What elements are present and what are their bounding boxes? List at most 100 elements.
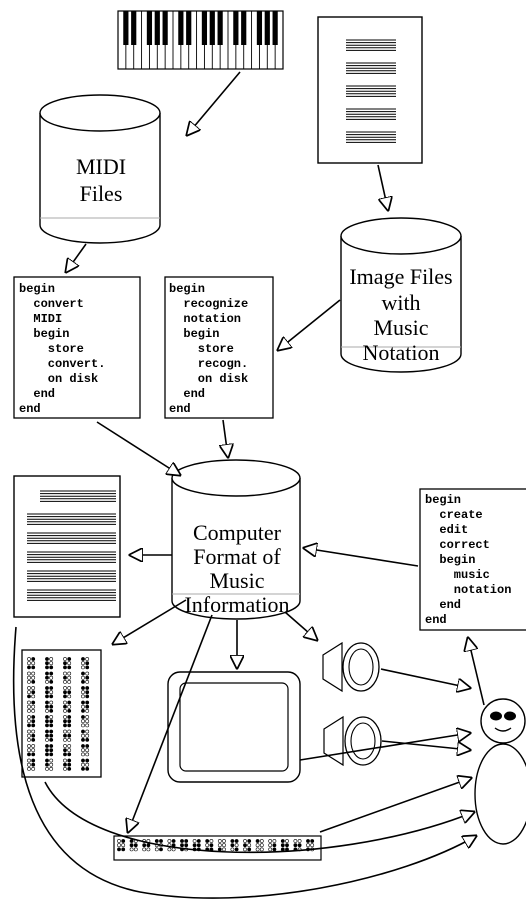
braille-dot — [205, 839, 210, 843]
braille-dot — [85, 704, 90, 709]
braille-dot — [154, 839, 159, 843]
edit-notation-code-box: begin create edit correct begin music no… — [419, 488, 526, 631]
braille-dot — [81, 686, 85, 690]
code-recognize-line-4: begin — [169, 327, 219, 341]
arrow-edit-to-computer — [304, 548, 419, 567]
braille-dot — [49, 762, 54, 767]
code-edit-line-3: edit — [425, 523, 468, 537]
braille-dot — [67, 675, 72, 680]
braille-dot — [67, 657, 72, 661]
code-edit-line-9: end — [425, 613, 447, 627]
code-recognize-line-3: notation — [169, 312, 241, 326]
braille-dot — [81, 657, 85, 661]
braille-dot — [31, 733, 36, 738]
braille-dot — [49, 671, 54, 676]
braille-dot — [45, 680, 49, 684]
braille-dot — [63, 744, 67, 748]
braille-dot — [159, 839, 163, 843]
braille-dot — [27, 758, 31, 763]
braille-dot — [63, 665, 67, 670]
black-key — [233, 11, 239, 45]
braille-dot — [63, 661, 67, 666]
braille-dot — [67, 738, 72, 742]
braille-dot — [31, 709, 36, 713]
black-key — [123, 11, 129, 45]
computer-label-line-4: Information — [184, 592, 289, 617]
braille-dot — [45, 715, 49, 719]
braille-dot — [31, 671, 36, 676]
braille-dot — [27, 752, 31, 757]
black-key — [264, 11, 270, 45]
braille-dot — [31, 744, 36, 748]
braille-dot — [63, 715, 67, 719]
computer-label-line-3: Music — [210, 568, 265, 593]
black-key — [209, 11, 215, 45]
braille-dot — [85, 767, 90, 771]
braille-dot — [27, 657, 31, 661]
braille-dot — [45, 729, 49, 734]
braille-dot — [117, 843, 121, 848]
braille-dot — [67, 715, 72, 719]
braille-dot — [31, 700, 36, 705]
braille-dot — [31, 665, 36, 670]
braille-dot — [49, 752, 54, 757]
braille-dot — [31, 748, 36, 753]
braille-dot — [27, 723, 31, 728]
braille-dot — [67, 709, 72, 713]
braille-dot — [129, 839, 134, 843]
braille-dot — [45, 700, 49, 705]
braille-dot — [259, 839, 264, 843]
braille-dot — [230, 843, 235, 848]
braille-dot — [31, 715, 36, 719]
braille-dot — [85, 719, 90, 724]
image-label-line-3: Music — [374, 315, 429, 340]
braille-dot — [63, 671, 67, 676]
braille-dot — [217, 847, 222, 852]
braille-dot — [293, 843, 298, 848]
braille-dot — [81, 675, 85, 680]
braille-dot — [85, 671, 90, 676]
braille-dot — [67, 758, 72, 763]
braille-dot — [31, 704, 36, 709]
braille-dot — [81, 748, 85, 753]
recognize-notation-code-box: begin recognize notation begin store rec… — [164, 276, 274, 419]
braille-dot — [49, 767, 54, 771]
arrow-monitor-to-user — [299, 733, 470, 761]
braille-dot — [45, 686, 49, 690]
braille-dot — [293, 839, 298, 843]
braille-dot — [27, 661, 31, 666]
braille-dot — [27, 733, 31, 738]
arrow-computer-to-braille-line — [128, 614, 213, 832]
braille-dot — [121, 839, 126, 843]
code-edit-line-6: music — [425, 568, 490, 582]
braille-dot — [205, 843, 210, 848]
braille-dot — [63, 758, 67, 763]
braille-dot — [209, 839, 214, 843]
black-key — [131, 11, 137, 45]
braille-dot — [63, 748, 67, 753]
piano-keyboard-icon — [117, 10, 284, 70]
braille-dot — [167, 847, 172, 852]
braille-dot — [217, 843, 222, 848]
braille-dot — [192, 839, 197, 843]
braille-dot — [31, 690, 36, 695]
braille-dot — [49, 686, 54, 690]
code-edit-line-7: notation — [425, 583, 511, 597]
code-convert-line-7: on disk — [19, 372, 98, 386]
braille-dot — [297, 843, 302, 848]
code-recognize-line-1: begin — [169, 282, 205, 296]
braille-dot — [133, 843, 138, 848]
braille-dot — [31, 767, 36, 771]
braille-dot — [31, 694, 36, 699]
braille-dot — [31, 723, 36, 728]
code-convert-line-9: end — [19, 402, 41, 416]
braille-dot — [180, 843, 184, 848]
black-key — [186, 11, 192, 45]
braille-dot — [117, 847, 121, 852]
braille-dot — [63, 723, 67, 728]
image-label-line-2: with — [381, 290, 420, 315]
braille-page-icon — [21, 649, 102, 778]
braille-dot — [63, 752, 67, 757]
braille-dot — [85, 700, 90, 705]
braille-dot — [159, 847, 163, 852]
